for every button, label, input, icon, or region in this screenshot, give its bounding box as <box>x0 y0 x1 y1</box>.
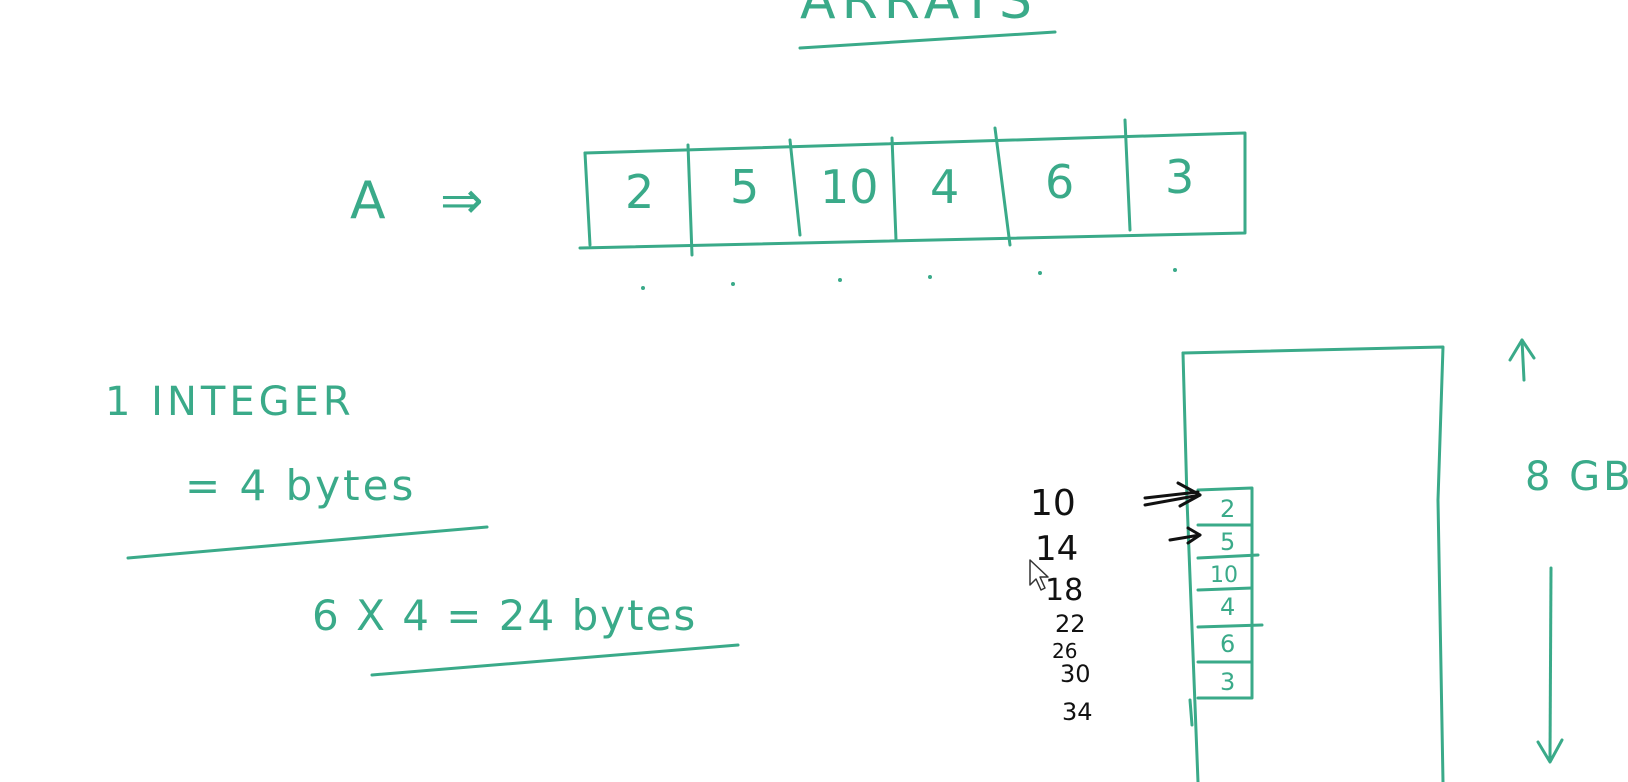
array-cell-value: 4 <box>930 160 959 214</box>
address-label: 10 <box>1030 483 1076 524</box>
address-label: 30 <box>1060 660 1091 688</box>
memory-cell-value: 2 <box>1220 495 1235 523</box>
memory-size-label: 8 GB <box>1525 454 1628 500</box>
memory-cell-value: 10 <box>1210 563 1238 588</box>
memory-cell-value: 3 <box>1220 668 1235 696</box>
mouse-pointer-icon <box>1029 559 1049 591</box>
memory-block <box>1181 345 1445 782</box>
array-cells: 2 5 10 4 6 3 <box>625 150 1194 219</box>
address-label: 34 <box>1062 698 1093 726</box>
arrow-right-icon <box>1168 526 1202 545</box>
memory-cell-value: 6 <box>1220 630 1235 658</box>
title-text: ARRAYS <box>800 0 1038 31</box>
array-cell-value: 6 <box>1045 155 1074 209</box>
note-underline <box>126 525 489 560</box>
note-integer: 1 INTEGER <box>105 379 355 425</box>
title-underline <box>798 30 1057 50</box>
total-underline <box>370 643 740 677</box>
note-total: 6 X 4 = 24 bytes <box>312 591 697 640</box>
memory-cell-value: 4 <box>1220 593 1235 621</box>
note-bytes: = 4 bytes <box>185 461 416 510</box>
array-cell-value: 2 <box>625 165 654 219</box>
memory-addresses: 10 14 18 22 26 30 34 <box>1030 483 1093 726</box>
array-cell-value: 3 <box>1165 150 1194 204</box>
memory-cells: 2 5 10 4 6 3 <box>1188 486 1264 727</box>
address-label: 22 <box>1055 610 1086 638</box>
arrow-up-icon <box>1508 338 1536 382</box>
array-box <box>578 118 1247 257</box>
array-cell-value: 10 <box>820 160 879 214</box>
array-cell-value: 5 <box>730 160 759 214</box>
array-label: A <box>350 171 386 231</box>
arrow-right-icon <box>1143 481 1202 508</box>
array-index-dots <box>641 268 1177 290</box>
address-label: 26 <box>1052 639 1077 663</box>
array-assign-arrow: ⇒ <box>440 171 484 231</box>
address-label: 14 <box>1035 529 1078 569</box>
arrow-down-icon <box>1536 566 1564 764</box>
memory-cell-value: 5 <box>1220 528 1235 556</box>
address-label: 18 <box>1045 573 1083 608</box>
